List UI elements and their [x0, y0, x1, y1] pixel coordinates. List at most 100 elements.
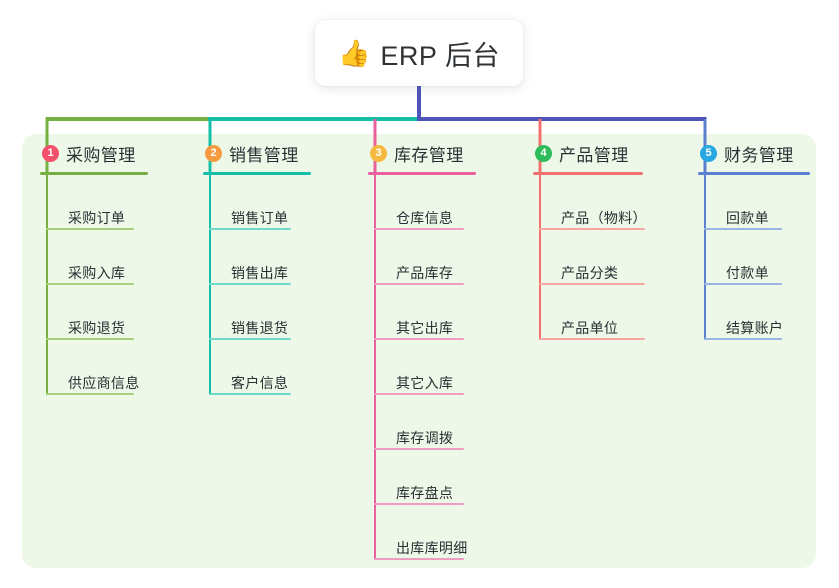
branch-header-rule	[698, 172, 810, 175]
branch-item-list: 仓库信息产品库存其它出库其它入库库存调拨库存盘点出库库明细	[368, 175, 476, 560]
branch-item[interactable]: 仓库信息	[374, 175, 476, 230]
branch-header-rule	[40, 172, 148, 175]
branch-item-rule	[704, 338, 782, 340]
branch-item-rule	[209, 338, 291, 340]
branch-column-3: 3 库存管理仓库信息产品库存其它出库其它入库库存调拨库存盘点出库库明细	[368, 140, 476, 560]
branch-header-rule	[368, 172, 476, 175]
branch-item-label: 产品（物料）	[561, 210, 647, 226]
branch-item-list: 产品（物料） 产品分类产品单位	[533, 175, 647, 340]
branch-item[interactable]: 产品库存	[374, 230, 476, 285]
content-panel	[22, 134, 816, 568]
branch-item-label: 其它入库	[396, 375, 454, 391]
branch-number-badge: 1	[42, 144, 59, 162]
branch-item-label: 付款单	[726, 265, 769, 281]
branch-item-rule	[209, 228, 291, 230]
branch-item-label: 回款单	[726, 210, 769, 226]
branch-item-rule	[704, 283, 782, 285]
branch-item[interactable]: 其它入库	[374, 340, 476, 395]
branch-column-5: 5 财务管理回款单付款单结算账户	[698, 140, 810, 340]
branch-title: 库存管理	[394, 145, 464, 165]
branch-spine	[539, 175, 541, 340]
branch-item[interactable]: 付款单	[704, 230, 810, 285]
branch-item-rule	[209, 283, 291, 285]
branch-item-rule	[46, 393, 134, 395]
branch-item-list: 采购订单采购入库采购退货供应商信息	[40, 175, 148, 395]
branch-item-label: 出库库明细	[396, 540, 468, 556]
branch-item-label: 产品单位	[561, 320, 619, 336]
thumbs-up-icon: 👍	[338, 38, 371, 68]
branch-item-label: 库存调拨	[396, 430, 454, 446]
branch-item-label: 销售出库	[231, 265, 289, 281]
branch-number-badge: 5	[700, 144, 717, 162]
branch-number-badge: 4	[535, 144, 552, 162]
branch-spine	[46, 175, 48, 395]
branch-header[interactable]: 3 库存管理	[368, 140, 476, 166]
branch-item-label: 销售退货	[231, 320, 289, 336]
branch-number-badge: 2	[205, 144, 222, 162]
branch-item-label: 采购订单	[68, 210, 126, 226]
branch-item-rule	[209, 393, 291, 395]
branch-number-badge: 3	[370, 144, 387, 162]
branch-header[interactable]: 5 财务管理	[698, 140, 810, 166]
branch-item[interactable]: 库存调拨	[374, 395, 476, 450]
branch-spine	[704, 175, 706, 340]
branch-spine	[209, 175, 211, 395]
branch-title: 财务管理	[724, 145, 794, 165]
branch-item[interactable]: 结算账户	[704, 285, 810, 340]
branch-item-label: 产品库存	[396, 265, 454, 281]
branch-item[interactable]: 库存盘点	[374, 450, 476, 505]
root-title: ERP 后台	[380, 40, 500, 71]
branch-item[interactable]: 产品（物料）	[539, 175, 647, 230]
branch-item-label: 采购入库	[68, 265, 126, 281]
branch-item-rule	[374, 393, 464, 395]
branch-item-list: 回款单付款单结算账户	[698, 175, 810, 340]
branch-item-rule	[374, 503, 464, 505]
branch-item-label: 采购退货	[68, 320, 126, 336]
branch-item[interactable]: 产品分类	[539, 230, 647, 285]
branch-item[interactable]: 销售订单	[209, 175, 311, 230]
branch-item[interactable]: 采购入库	[46, 230, 148, 285]
branch-item-label: 其它出库	[396, 320, 454, 336]
branch-item-rule	[539, 338, 645, 340]
branch-item-rule	[374, 283, 464, 285]
root-node[interactable]: 👍 ERP 后台	[315, 20, 523, 86]
branch-item-label: 结算账户	[726, 320, 784, 336]
branch-item-label: 仓库信息	[396, 210, 454, 226]
branch-item-rule	[374, 558, 464, 560]
branch-item[interactable]: 采购退货	[46, 285, 148, 340]
branch-title: 销售管理	[229, 145, 299, 165]
branch-column-4: 4 产品管理产品（物料） 产品分类产品单位	[533, 140, 647, 340]
branch-item-rule	[46, 338, 134, 340]
branch-item[interactable]: 采购订单	[46, 175, 148, 230]
branch-header[interactable]: 4 产品管理	[533, 140, 647, 166]
branch-item[interactable]: 其它出库	[374, 285, 476, 340]
branch-item-rule	[539, 283, 645, 285]
branch-column-2: 2 销售管理销售订单销售出库销售退货客户信息	[203, 140, 311, 395]
branch-title: 产品管理	[559, 145, 629, 165]
branch-item[interactable]: 供应商信息	[46, 340, 148, 395]
branch-header[interactable]: 2 销售管理	[203, 140, 311, 166]
branch-item[interactable]: 客户信息	[209, 340, 311, 395]
branch-item[interactable]: 销售出库	[209, 230, 311, 285]
branch-header-rule	[203, 172, 311, 175]
branch-item[interactable]: 出库库明细	[374, 505, 476, 560]
branch-item-label: 产品分类	[561, 265, 619, 281]
branch-item-label: 客户信息	[231, 375, 289, 391]
branch-header-rule	[533, 172, 643, 175]
branch-spine	[374, 175, 376, 560]
branch-item-rule	[374, 228, 464, 230]
branch-item-label: 供应商信息	[68, 375, 140, 391]
branch-item[interactable]: 产品单位	[539, 285, 647, 340]
branch-item-list: 销售订单销售出库销售退货客户信息	[203, 175, 311, 395]
branch-item-label: 销售订单	[231, 210, 289, 226]
branch-item-rule	[704, 228, 782, 230]
branch-item[interactable]: 回款单	[704, 175, 810, 230]
branch-item[interactable]: 销售退货	[209, 285, 311, 340]
branch-item-rule	[46, 228, 134, 230]
branch-item-rule	[539, 228, 645, 230]
branch-item-label: 库存盘点	[396, 485, 454, 501]
